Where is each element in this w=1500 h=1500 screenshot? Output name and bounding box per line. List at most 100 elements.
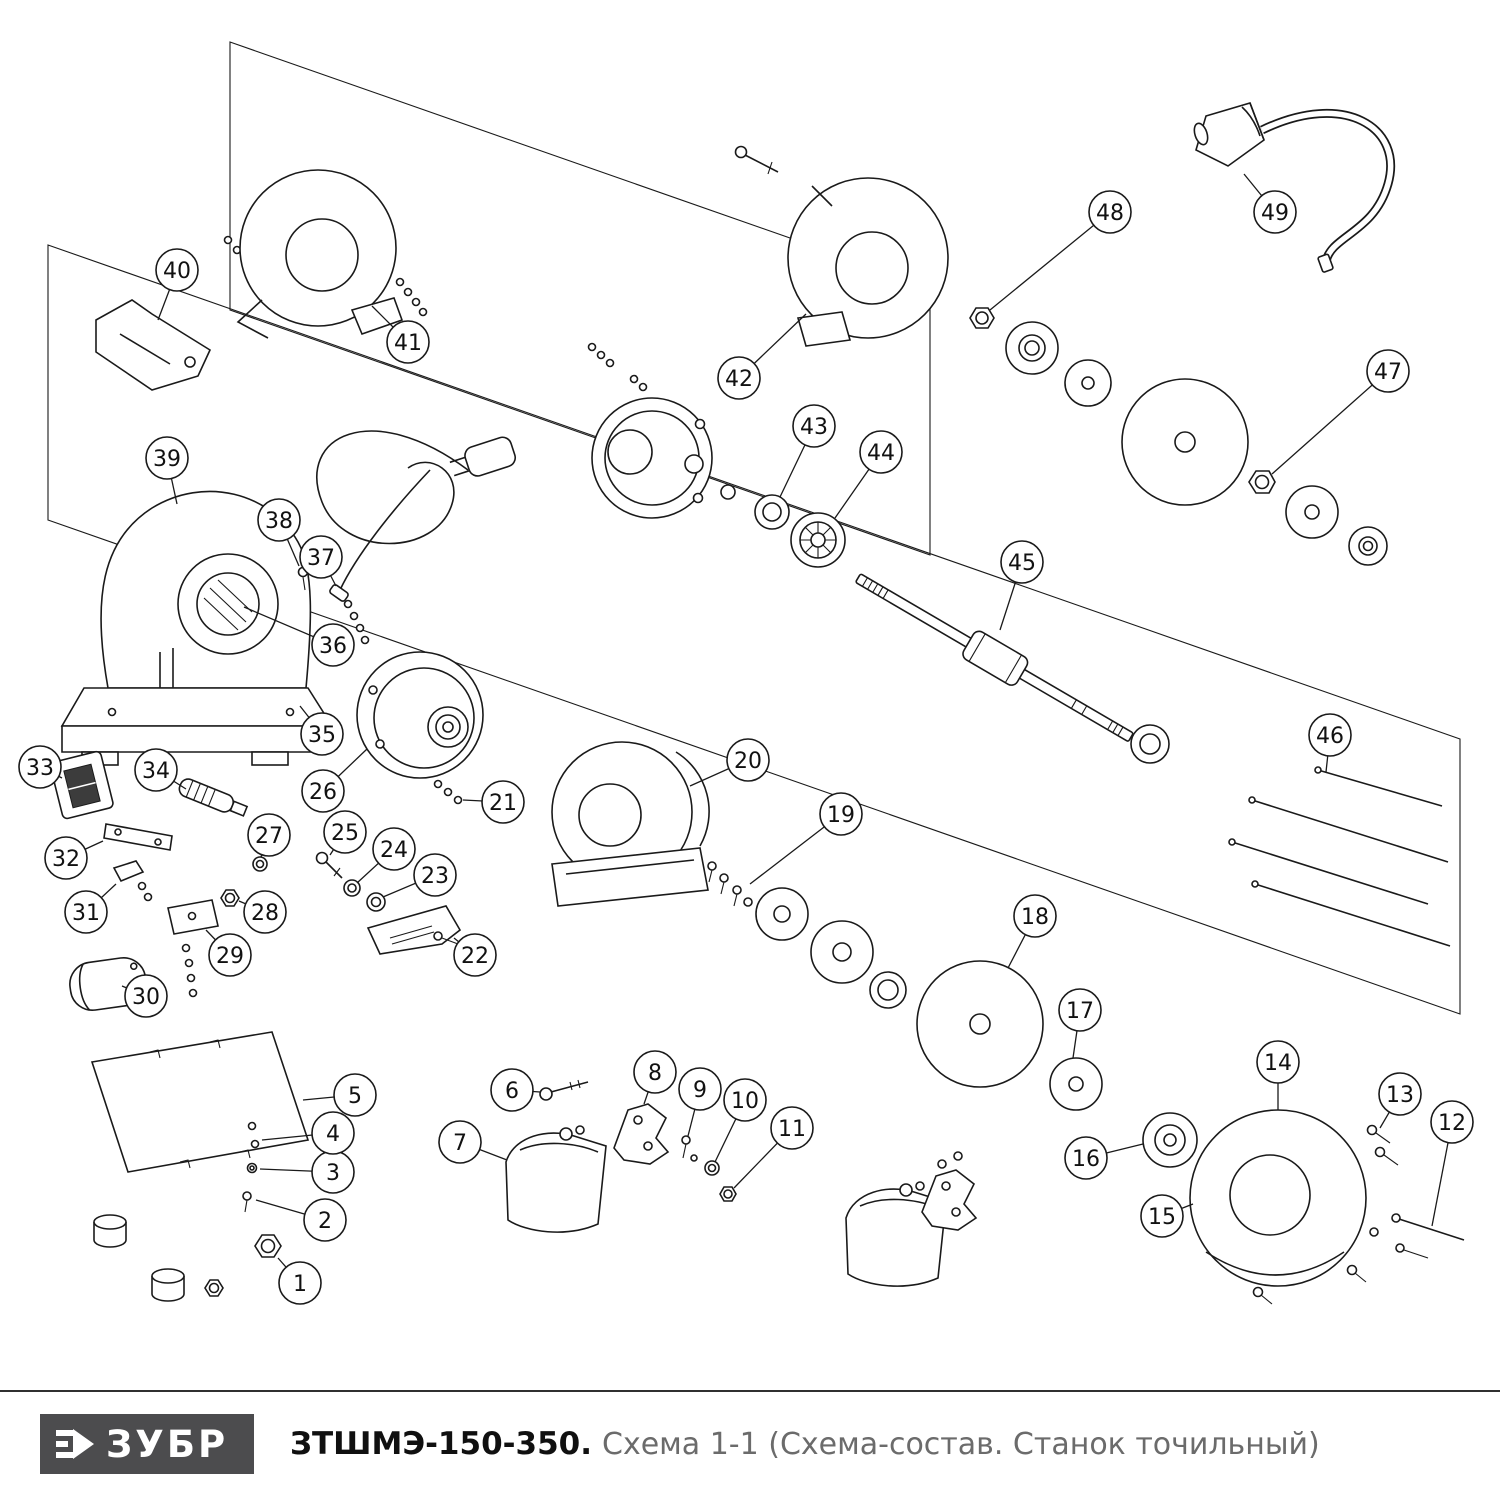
- part-washer: [755, 887, 809, 941]
- part-wheel-guard-center: [551, 741, 710, 907]
- callout-2: 2: [255, 1198, 347, 1242]
- zubr-arrow-icon: [56, 1429, 94, 1459]
- part-wheel-nut: [1248, 470, 1276, 494]
- part-screw: [315, 851, 343, 879]
- svg-text:41: 41: [394, 331, 422, 356]
- part-washer: [810, 920, 874, 984]
- footer-divider: [0, 1390, 1500, 1392]
- part-rubber-foot: [93, 1214, 127, 1248]
- part-cable-clamp: [112, 860, 153, 902]
- parts-linework: [49, 102, 1465, 1305]
- callout-43: 43: [779, 404, 836, 498]
- callout-20: 20: [689, 738, 770, 787]
- callout-27: 27: [247, 813, 291, 858]
- svg-text:39: 39: [153, 447, 181, 472]
- svg-text:43: 43: [800, 415, 828, 440]
- callout-21: 21: [462, 780, 525, 824]
- svg-text:22: 22: [461, 944, 489, 969]
- svg-text:31: 31: [72, 901, 100, 926]
- callout-9: 9: [678, 1067, 722, 1137]
- svg-text:15: 15: [1148, 1205, 1176, 1230]
- part-eye-shield-left: [505, 1125, 607, 1233]
- part-flange-washer: [1142, 1112, 1198, 1168]
- callout-13: 13: [1378, 1072, 1422, 1129]
- callout-8: 8: [633, 1050, 677, 1105]
- part-grinding-wheel-left: [916, 960, 1044, 1088]
- screws-small: [181, 943, 198, 998]
- callout-18: 18: [1007, 894, 1057, 969]
- part-nut: [220, 889, 240, 907]
- svg-text:13: 13: [1386, 1083, 1414, 1108]
- svg-text:38: 38: [265, 509, 293, 534]
- callout-5: 5: [302, 1073, 377, 1117]
- callout-10: 10: [714, 1078, 767, 1163]
- part-nut: [254, 1234, 282, 1258]
- part-washer: [366, 892, 386, 912]
- svg-text:5: 5: [348, 1084, 362, 1109]
- svg-text:32: 32: [52, 847, 80, 872]
- svg-text:37: 37: [307, 546, 335, 571]
- svg-text:23: 23: [421, 864, 449, 889]
- svg-text:33: 33: [26, 756, 54, 781]
- callout-26: 26: [301, 748, 368, 813]
- zubr-logo-text: ЗУБР: [106, 1422, 229, 1466]
- callout-37: 37: [299, 535, 343, 587]
- model-number: ЗТШМЭ-150-350.: [290, 1426, 592, 1462]
- svg-text:4: 4: [326, 1122, 340, 1147]
- part-fasteners: [707, 861, 753, 907]
- svg-text:3: 3: [326, 1161, 340, 1186]
- svg-text:44: 44: [867, 441, 895, 466]
- svg-text:24: 24: [380, 838, 408, 863]
- part-cord-grip: [178, 778, 249, 817]
- part-armature-shaft: [855, 573, 1170, 764]
- perspective-sheets: [47, 41, 1461, 1015]
- part-rubber-foot: [151, 1268, 185, 1302]
- part-bearing-front: [754, 494, 790, 530]
- callout-32: 32: [44, 836, 104, 880]
- part-washer: [1064, 359, 1112, 407]
- callout-31: 31: [64, 883, 117, 934]
- callout-35: 35: [299, 705, 344, 756]
- svg-text:35: 35: [308, 723, 336, 748]
- part-grinding-wheel-right: [1121, 378, 1249, 506]
- part-rod: [1391, 1213, 1465, 1259]
- callout-42: 42: [717, 313, 807, 400]
- svg-text:17: 17: [1066, 999, 1094, 1024]
- callout-44: 44: [834, 430, 903, 519]
- svg-text:30: 30: [132, 985, 160, 1010]
- part-flexible-lamp: [1193, 102, 1396, 273]
- part-wheel-guard-left: [236, 169, 404, 339]
- callout-28: 28: [238, 890, 287, 934]
- exploded-diagram: 1234567891011121314151617181920212223242…: [18, 41, 1474, 1305]
- callout-12: 12: [1430, 1100, 1474, 1227]
- callout-34: 34: [134, 748, 187, 792]
- svg-text:29: 29: [216, 944, 244, 969]
- part-power-cord: [316, 430, 517, 602]
- callout-7: 7: [438, 1120, 508, 1164]
- callout-33: 33: [18, 745, 63, 789]
- svg-text:47: 47: [1374, 360, 1402, 385]
- callout-30: 30: [121, 974, 168, 1018]
- callout-46: 46: [1308, 713, 1352, 773]
- part-washer: [1285, 485, 1339, 539]
- svg-text:45: 45: [1008, 551, 1036, 576]
- footer: ЗУБР ЗТШМЭ-150-350.Схема 1-1 (Схема-сост…: [0, 1390, 1500, 1500]
- svg-text:6: 6: [505, 1079, 519, 1104]
- svg-text:9: 9: [693, 1078, 707, 1103]
- svg-text:26: 26: [309, 780, 337, 805]
- callout-24: 24: [356, 827, 416, 884]
- callout-41: 41: [371, 305, 430, 364]
- callout-17: 17: [1058, 988, 1102, 1059]
- svg-text:12: 12: [1438, 1111, 1466, 1136]
- callout-29: 29: [205, 929, 252, 977]
- svg-text:40: 40: [163, 259, 191, 284]
- svg-text:46: 46: [1316, 724, 1344, 749]
- part-shield-bracket-left: [613, 1103, 670, 1165]
- part-nut: [969, 307, 995, 329]
- svg-text:7: 7: [453, 1131, 467, 1156]
- part-screws: [1366, 1124, 1399, 1166]
- part-wheel-guard-right: [787, 177, 949, 347]
- part-motor-housing: [60, 490, 334, 766]
- part-bearing: [869, 971, 907, 1009]
